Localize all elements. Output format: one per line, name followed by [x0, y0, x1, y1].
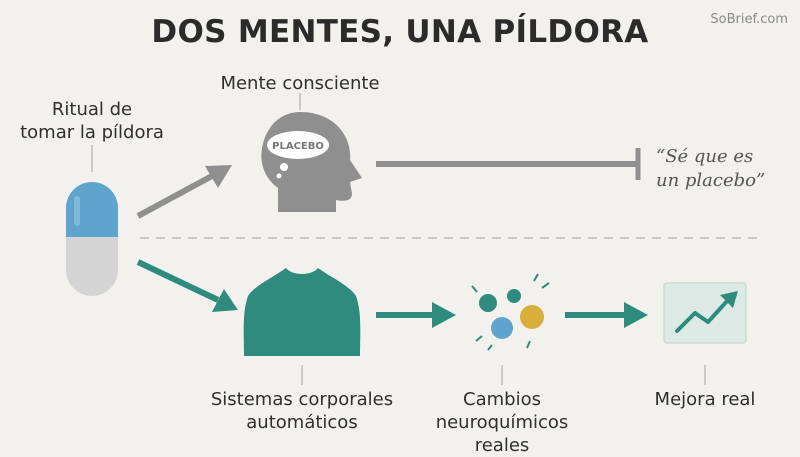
neuro-changes-label-line2: reales: [474, 435, 530, 456]
improvement-label: Mejora real: [654, 389, 756, 410]
head-with-thought-bubble-icon: PLACEBO: [261, 112, 362, 212]
placebo-quote-line1: “Sé que es: [656, 146, 754, 167]
body-systems-label-line1: Sistemas corporales: [210, 389, 394, 410]
body-systems-label-line2: automáticos: [246, 412, 358, 433]
blocked-line-icon: [376, 148, 641, 180]
neuro-changes-label: Cambios neuroquímicos reales: [397, 388, 607, 457]
human-torso-icon: [243, 268, 361, 356]
arrow-to-improvement-icon: [565, 302, 648, 328]
placebo-quote-line2: un placebo”: [656, 170, 766, 191]
ritual-label: Ritual de tomar la píldora: [12, 98, 172, 144]
diagram-canvas: PLACEBO: [66, 93, 760, 385]
conscious-label: Mente consciente: [220, 73, 380, 94]
body-systems-label: Sistemas corporales automáticos: [202, 388, 402, 434]
neuro-changes-label-line1: Cambios neuroquímicos: [435, 389, 569, 433]
watermark: SoBrief.com: [710, 12, 788, 27]
ritual-label-line1: Ritual de: [51, 99, 133, 120]
arrow-to-neuro-icon: [376, 302, 456, 328]
ritual-label-line2: tomar la píldora: [20, 122, 164, 143]
rising-trend-chart-icon: [663, 282, 747, 344]
molecules-icon: [471, 273, 550, 351]
arrow-to-body-icon: [136, 259, 238, 312]
capsule-icon: [66, 182, 118, 296]
thought-bubble-text: PLACEBO: [272, 141, 324, 152]
page-title: DOS MENTES, UNA PÍLDORA: [151, 14, 649, 50]
placebo-quote: “Sé que es un placebo”: [656, 145, 796, 193]
arrow-to-conscious-icon: [136, 165, 232, 219]
